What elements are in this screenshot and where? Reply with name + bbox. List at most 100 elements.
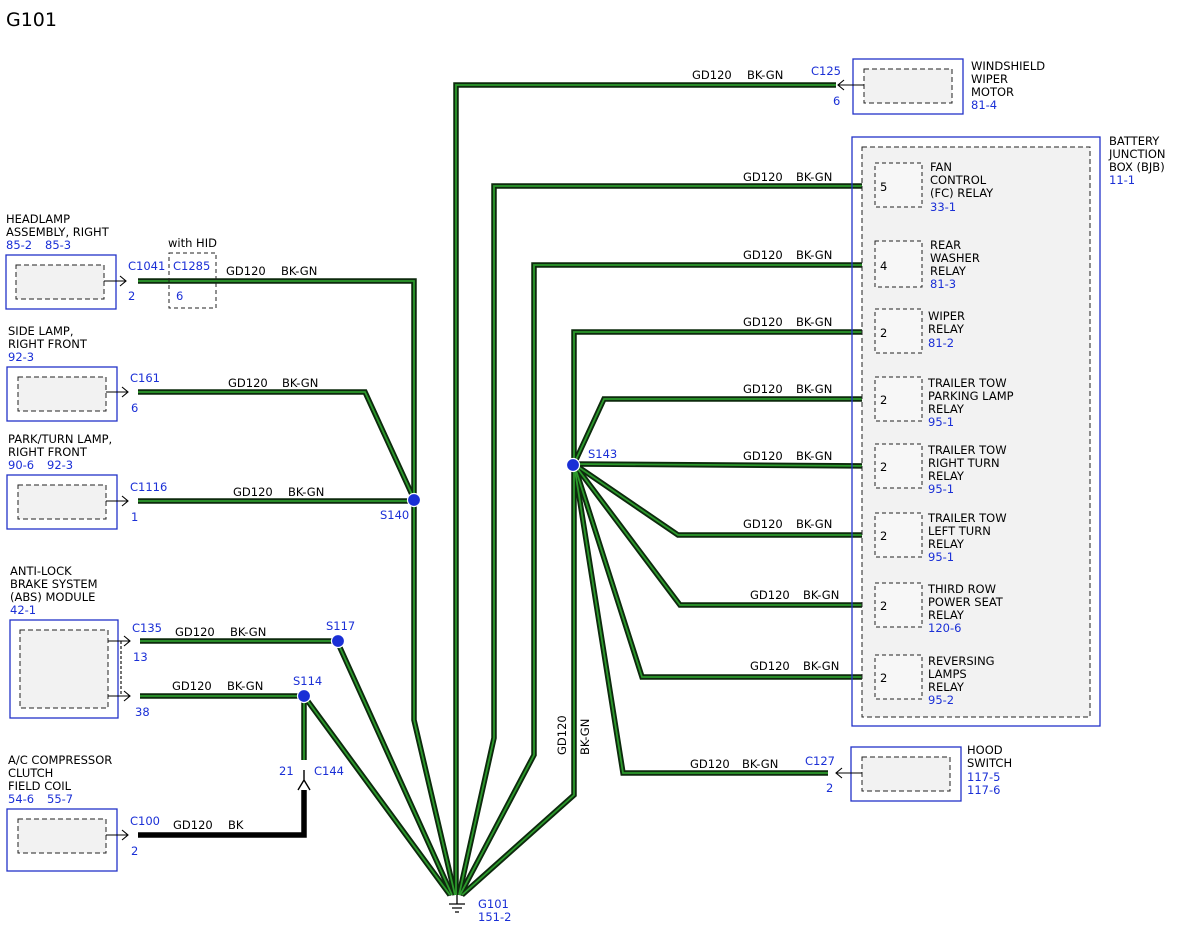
option-note: with HID bbox=[168, 236, 217, 250]
pin-label: 13 bbox=[133, 650, 148, 664]
page-ref-link[interactable]: 11-1 bbox=[1109, 173, 1135, 187]
component-inner-box bbox=[17, 484, 107, 520]
component-label: BOX (BJB) bbox=[1109, 160, 1165, 174]
page-ref-link[interactable]: 81-2 bbox=[928, 336, 954, 350]
wire-abs-38 bbox=[140, 693, 453, 897]
relay-box bbox=[874, 308, 923, 354]
diagram-title: G101 bbox=[6, 9, 57, 31]
relay-label: WIPER bbox=[928, 309, 965, 323]
connector-label[interactable]: C100 bbox=[130, 814, 160, 828]
page-ref-link[interactable]: 95-1 bbox=[928, 482, 954, 496]
relay-label: RELAY bbox=[930, 264, 967, 278]
page-ref-link[interactable]: 92-3 bbox=[47, 458, 73, 472]
page-ref-link[interactable]: 151-2 bbox=[478, 910, 511, 924]
relay-label: LAMPS bbox=[928, 667, 967, 681]
connector-label[interactable]: C1041 bbox=[128, 259, 165, 273]
page-ref-link[interactable]: 85-2 bbox=[6, 238, 32, 252]
wire-fc-relay bbox=[456, 183, 873, 896]
page-ref-link[interactable]: 81-3 bbox=[930, 277, 956, 291]
splice-s114[interactable] bbox=[296, 688, 312, 704]
inline-connector-c1285: with HID C1285 6 bbox=[168, 236, 217, 309]
wire-circuit-label: GD120 bbox=[172, 679, 212, 693]
park-turn-lamp: PARK/TURN LAMP, RIGHT FRONT 90-6 92-3 C1… bbox=[6, 432, 167, 530]
wire-color-label: BK-GN bbox=[803, 659, 839, 673]
component-label: SWITCH bbox=[967, 756, 1012, 770]
page-ref-link[interactable]: 42-1 bbox=[10, 603, 36, 617]
wire-ac-compressor-bk bbox=[138, 790, 307, 838]
relay-trailer-tow-right-turn: 2 TRAILER TOW RIGHT TURN RELAY 95-1 bbox=[874, 443, 1007, 496]
connector-arrow-icon bbox=[835, 767, 862, 779]
wire-color-label: BK-GN bbox=[796, 248, 832, 262]
component-box bbox=[5, 254, 117, 310]
component-inner-box bbox=[17, 376, 107, 412]
pin-label: 2 bbox=[880, 460, 887, 474]
component-inner-box bbox=[19, 629, 109, 709]
splice-s143[interactable] bbox=[565, 457, 581, 473]
battery-junction-box: BATTERY JUNCTION BOX (BJB) 11-1 bbox=[851, 134, 1166, 727]
wire-color-label: BK-GN bbox=[796, 315, 832, 329]
pin-label: 6 bbox=[176, 289, 183, 303]
component-inner-box bbox=[863, 68, 953, 104]
connector-label[interactable]: C1285 bbox=[173, 259, 210, 273]
wire-circuit-label: GD120 bbox=[555, 715, 569, 755]
page-ref-link[interactable]: 92-3 bbox=[8, 350, 34, 364]
page-ref-link[interactable]: 81-4 bbox=[971, 98, 997, 112]
page-ref-link[interactable]: 117-6 bbox=[967, 783, 1000, 797]
relay-box bbox=[874, 443, 923, 489]
component-label: WIPER bbox=[971, 72, 1008, 86]
headlamp-assembly: HEADLAMP ASSEMBLY, RIGHT 85-2 85-3 C1041… bbox=[5, 212, 165, 310]
component-box bbox=[852, 58, 964, 115]
page-ref-link[interactable]: 33-1 bbox=[930, 200, 956, 214]
component-box bbox=[9, 619, 119, 719]
connector-label[interactable]: C127 bbox=[805, 754, 835, 768]
abs-module: ANTI-LOCK BRAKE SYSTEM (ABS) MODULE 42-1… bbox=[9, 564, 162, 719]
connector-label[interactable]: C125 bbox=[811, 64, 841, 78]
page-ref-link[interactable]: 95-1 bbox=[928, 415, 954, 429]
component-label: MOTOR bbox=[971, 85, 1014, 99]
page-ref-link[interactable]: 55-7 bbox=[47, 792, 73, 806]
relay-box bbox=[874, 376, 923, 422]
connector-label[interactable]: C161 bbox=[130, 371, 160, 385]
connector-label[interactable]: C1116 bbox=[130, 480, 167, 494]
page-ref-link[interactable]: 54-6 bbox=[8, 792, 34, 806]
relay-label: RIGHT TURN bbox=[928, 456, 1000, 470]
wire-color-label: BK-GN bbox=[282, 376, 318, 390]
pin-label: 38 bbox=[135, 705, 150, 719]
page-ref-link[interactable]: 90-6 bbox=[8, 458, 34, 472]
component-box bbox=[6, 366, 118, 422]
page-ref-link[interactable]: 95-1 bbox=[928, 550, 954, 564]
wire-circuit-label: GD120 bbox=[173, 818, 213, 832]
relay-label: TRAILER TOW bbox=[927, 511, 1007, 525]
relay-box bbox=[874, 512, 923, 558]
wire-color-label: BK-GN bbox=[281, 264, 317, 278]
pin-label: 6 bbox=[833, 94, 840, 108]
splice-s117[interactable] bbox=[330, 633, 346, 649]
connector-label[interactable]: C135 bbox=[132, 621, 162, 635]
option-box bbox=[168, 252, 217, 309]
connector-label[interactable]: C144 bbox=[314, 764, 344, 778]
wire-color-label: BK bbox=[228, 818, 244, 832]
page-ref-link[interactable]: 95-2 bbox=[928, 693, 954, 707]
relay-label: WASHER bbox=[930, 251, 980, 265]
component-label: HEADLAMP bbox=[6, 212, 70, 226]
page-ref-link[interactable]: 85-3 bbox=[45, 238, 71, 252]
relay-label: RELAY bbox=[928, 680, 965, 694]
connector-arrow-icon bbox=[104, 275, 127, 287]
page-ref-link[interactable]: 120-6 bbox=[928, 621, 961, 635]
relay-trailer-tow-parking: 2 TRAILER TOW PARKING LAMP RELAY 95-1 bbox=[874, 376, 1014, 429]
wire-circuit-label: GD120 bbox=[228, 376, 268, 390]
component-label: HOOD bbox=[967, 743, 1003, 757]
wire-circuit-label: GD120 bbox=[750, 659, 790, 673]
relay-box bbox=[874, 582, 923, 628]
relay-label: RELAY bbox=[928, 469, 965, 483]
wire-circuit-label: GD120 bbox=[750, 588, 790, 602]
splice-s140[interactable] bbox=[406, 492, 422, 508]
connector-arrow-icon bbox=[108, 690, 131, 702]
relay-label: POWER SEAT bbox=[928, 595, 1004, 609]
wire-circuit-label: GD120 bbox=[175, 625, 215, 639]
page-ref-link[interactable]: 117-5 bbox=[967, 770, 1000, 784]
wire-circuit-label: GD120 bbox=[690, 757, 730, 771]
component-label: RIGHT FRONT bbox=[8, 337, 88, 351]
wire-s140-ground bbox=[411, 499, 458, 896]
relay-third-row-power-seat: 2 THIRD ROW POWER SEAT RELAY 120-6 bbox=[874, 582, 1004, 635]
